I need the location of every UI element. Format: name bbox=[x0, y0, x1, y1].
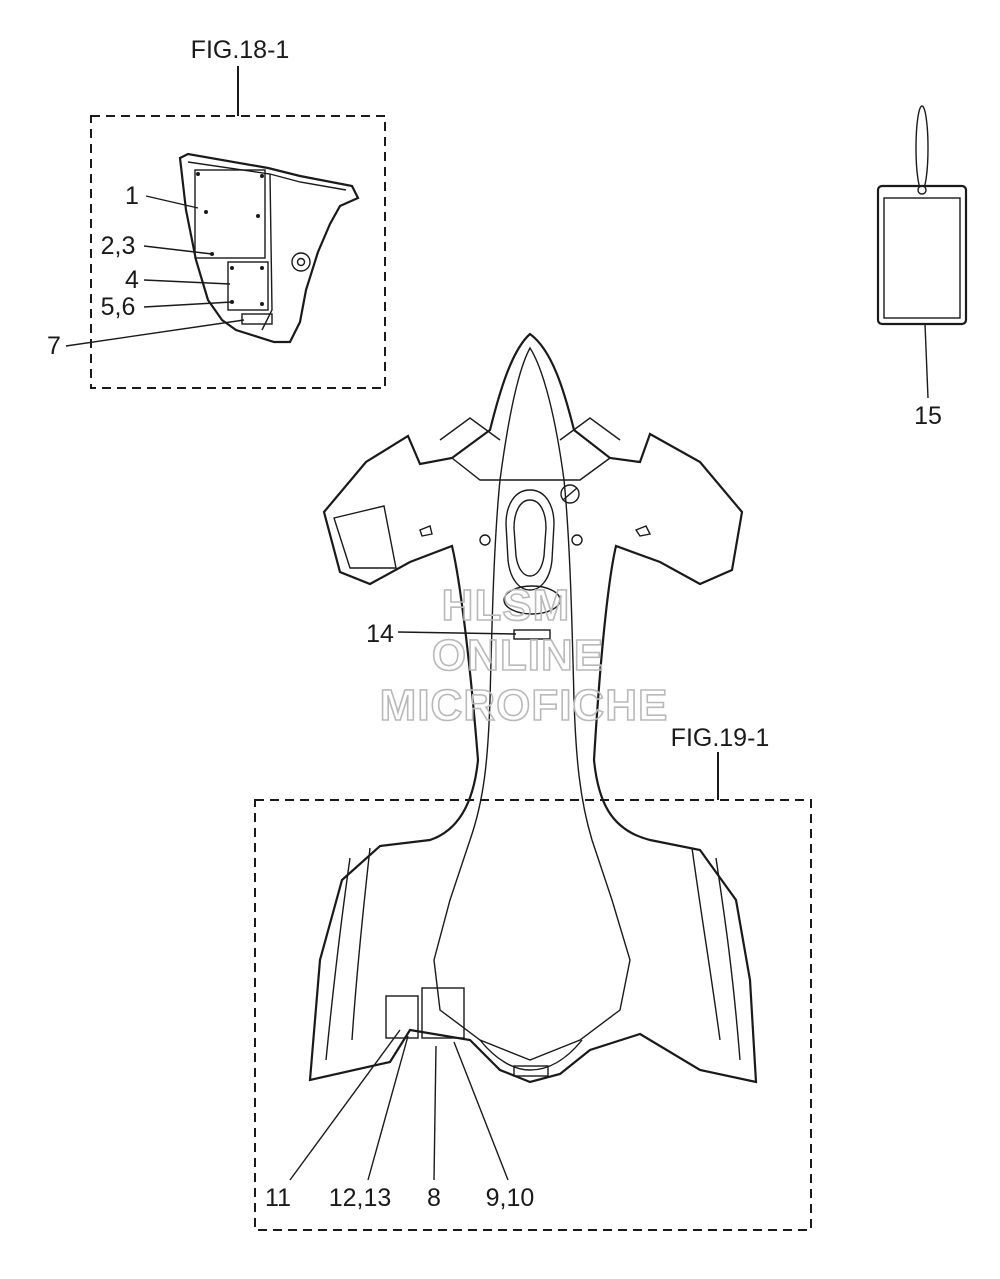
watermark-line-2: ONLINE bbox=[432, 631, 604, 680]
callout-8: 8 bbox=[427, 1184, 441, 1212]
side-cover-part bbox=[178, 152, 360, 344]
fig-18-1-inset: FIG.18-1 1 2,3 4 bbox=[47, 36, 386, 389]
fig-19-1-label: FIG.19-1 bbox=[671, 724, 770, 752]
rear-label-small bbox=[385, 995, 419, 1039]
callout-15: 15 bbox=[914, 402, 942, 430]
watermark-line-1: HLSM bbox=[442, 581, 571, 630]
callout-12-13: 12,13 bbox=[329, 1184, 392, 1212]
watermark-line-3: MICROFICHE bbox=[380, 681, 669, 730]
fig-18-1-dashed-frame bbox=[90, 115, 386, 389]
watermark: HLSM ONLINE MICROFICHE bbox=[379, 580, 669, 731]
callout-14: 14 bbox=[366, 620, 394, 648]
fig-18-1-label: FIG.18-1 bbox=[191, 36, 290, 64]
callout-2-3: 2,3 bbox=[101, 232, 136, 260]
rear-label-large bbox=[421, 987, 465, 1039]
callout-1: 1 bbox=[125, 182, 139, 210]
fig-19-1-inset: FIG.19-1 11 12,13 8 9,10 bbox=[254, 724, 812, 1231]
callout-11: 11 bbox=[265, 1184, 291, 1212]
callout-9-10: 9,10 bbox=[486, 1184, 535, 1212]
watercraft-top-view bbox=[308, 332, 758, 1084]
callout-4: 4 bbox=[125, 266, 139, 294]
fig-19-1-dashed-frame bbox=[254, 799, 812, 1231]
callout-5-6: 5,6 bbox=[101, 293, 136, 321]
hang-tag-part: 15 bbox=[876, 105, 968, 430]
callout-7: 7 bbox=[47, 332, 61, 360]
